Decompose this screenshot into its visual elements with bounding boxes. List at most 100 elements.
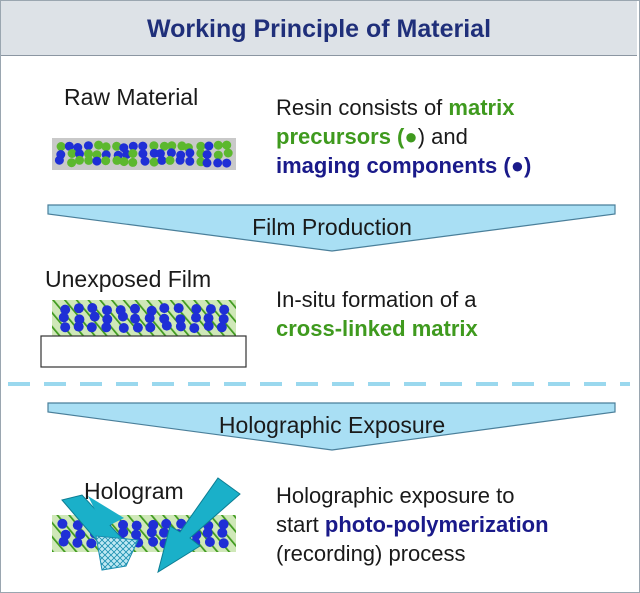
imaging-component-dot: [148, 536, 159, 547]
imaging-component-dot: [203, 313, 214, 324]
matrix-precursor-dot: [56, 142, 66, 151]
imaging-component-dot: [219, 304, 230, 315]
imaging-component-dot: [72, 520, 83, 531]
imaging-component-dot: [117, 311, 128, 322]
imaging-component-dot: [74, 314, 85, 325]
holographic-exposure-banner-label: Holographic Exposure: [218, 412, 446, 438]
matrix-precursor-dot: [112, 141, 122, 151]
hologram-description: Holographic exposure to start photo-poly…: [276, 483, 549, 566]
imaging-component-dot: [202, 150, 212, 160]
imaging-component-dot: [73, 321, 84, 332]
matrix-precursor-dot: [75, 155, 84, 165]
imaging-component-dot: [58, 536, 69, 547]
cross-linked-matrix-term: cross-linked matrix: [276, 316, 478, 341]
diagram-title: Working Principle of Material: [146, 15, 492, 43]
imaging-component-dot: [72, 537, 83, 548]
film-substrate: [40, 335, 247, 368]
imaging-component-dot: [218, 314, 229, 324]
imaging-component-dot: [155, 149, 165, 159]
imaging-component-dot: [131, 520, 142, 531]
imaging-component-dot: [191, 304, 202, 314]
imaging-component-dot: [145, 322, 156, 333]
imaging-component-dot: [191, 312, 201, 323]
imaging-component-dot: [202, 527, 213, 538]
imaging-component-dot: [75, 529, 86, 540]
unexposed-film-dots: [58, 303, 230, 334]
right-beam-arrow-icon: [157, 477, 241, 574]
imaging-component-dot: [102, 305, 112, 316]
title-bar: Working Principle of Material: [1, 1, 637, 56]
film-production-banner: [47, 204, 616, 252]
left-beam-cone-icon: [95, 535, 139, 571]
imaging-component-dot: [86, 322, 97, 333]
imaging-component-dot: [92, 156, 102, 166]
imaging-component-dot: [60, 322, 71, 333]
matrix-precursor-dot: [196, 141, 206, 151]
unexposed-film-label: Unexposed Film: [45, 266, 212, 292]
imaging-component-dot: [57, 518, 68, 529]
imaging-component-dot: [138, 141, 148, 151]
matrix-precursor-dot: [84, 155, 94, 165]
imaging-component-dot: [60, 304, 71, 315]
imaging-component-dot: [202, 158, 212, 168]
imaging-component-dot: [175, 155, 185, 165]
imaging-component-dot: [161, 518, 172, 529]
imaging-component-dot: [189, 323, 200, 334]
imaging-component-dot: [159, 527, 169, 538]
left-beam-head-icon: [88, 496, 124, 528]
matrix-precursor-dot: [101, 156, 111, 166]
imaging-component-dot: [185, 148, 195, 158]
hologram-label: Hologram: [84, 478, 184, 504]
raw-material-label: Raw Material: [64, 84, 199, 110]
imaging-component-dot: [130, 303, 140, 314]
imaging-component-dot: [128, 141, 138, 151]
imaging-component-dot: [118, 527, 129, 538]
imaging-component-dot: [148, 519, 159, 530]
imaging-component-dot: [166, 148, 176, 158]
imaging-component-dot: [204, 537, 215, 547]
imaging-component-dot: [54, 155, 64, 165]
imaging-component-dot: [58, 312, 69, 323]
imaging-component-dot: [217, 527, 228, 538]
imaging-component-dot: [89, 311, 100, 322]
imaging-component-dot: [175, 321, 186, 332]
imaging-component-dot: [173, 303, 184, 314]
matrix-precursor-dot: [94, 140, 104, 150]
imaging-component-dot: [175, 314, 186, 325]
matrix-precursor-dot: [167, 141, 177, 151]
raw-material-description: Resin consists of matrix precursors (●) …: [276, 95, 532, 178]
imaging-component-dot: [203, 321, 214, 331]
green-dot-glyph: ●: [404, 124, 418, 149]
film-production-banner-label: Film Production: [252, 214, 412, 240]
matrix-precursor-dot: [213, 140, 223, 150]
matrix-precursor-dot: [67, 158, 77, 168]
matrix-precursor-dot: [128, 149, 138, 158]
imaging-component-dot: [213, 158, 223, 168]
imaging-component-dot: [73, 303, 84, 314]
imaging-component-dot: [130, 313, 141, 324]
unexposed-film-description: In-situ formation of a cross-linked matr…: [276, 287, 478, 341]
matrix-precursor-dot: [149, 157, 159, 167]
imaging-component-dot: [140, 156, 150, 166]
imaging-component-dot: [132, 322, 143, 333]
imaging-component-dot: [86, 538, 97, 549]
imaging-component-dot: [75, 149, 84, 159]
photo-polymerization-term: photo-polymerization: [324, 512, 549, 537]
imaging-component-dot: [157, 155, 167, 165]
matrix-precursor-dot: [92, 150, 102, 160]
imaging-component-dot: [218, 519, 229, 530]
blue-dot-glyph: ●: [510, 153, 524, 178]
matrix-precursor-dot: [165, 155, 175, 165]
imaging-component-dot: [131, 529, 142, 540]
imaging-component-dot: [218, 538, 229, 549]
imaging-component-dot: [159, 303, 170, 314]
imaging-component-dot: [87, 303, 98, 313]
imaging-component-dot: [101, 322, 112, 333]
imaging-component-dot: [144, 313, 155, 324]
imaging-component-dot: [64, 141, 74, 151]
matrix-precursor-dot: [159, 141, 169, 151]
matrix-precursor-dot: [84, 149, 93, 159]
imaging-component-dot: [83, 141, 93, 151]
matrix-precursor-dot: [67, 149, 77, 158]
matrix-precursor-dot: [128, 157, 138, 167]
